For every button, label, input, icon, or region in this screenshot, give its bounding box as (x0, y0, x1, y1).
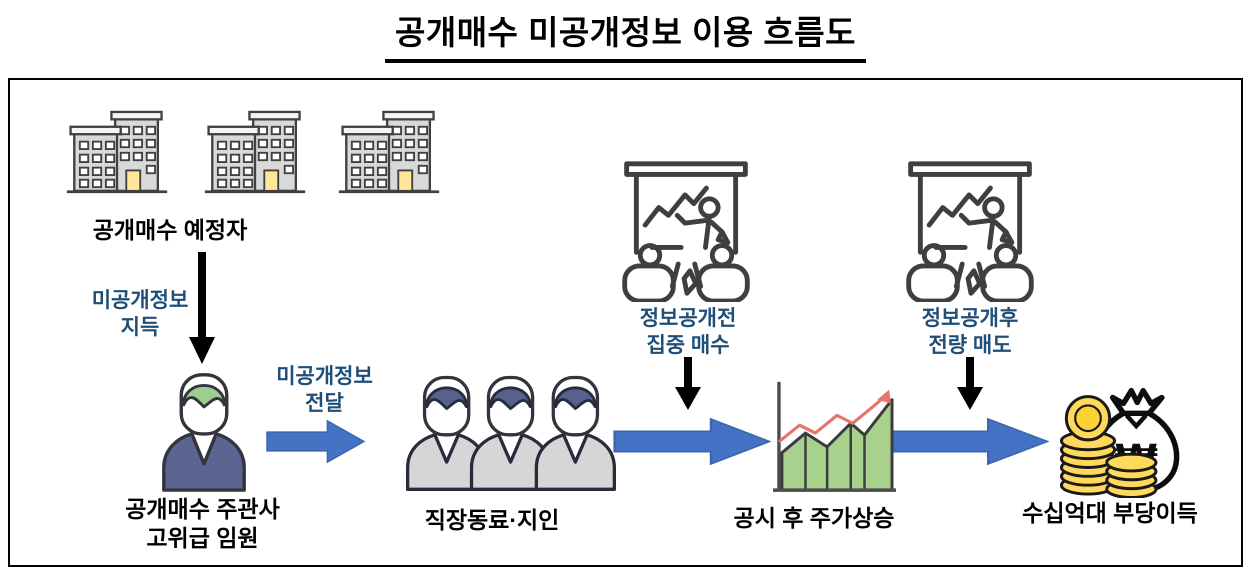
presentation-meeting-icon (613, 154, 759, 302)
three-people-icon (402, 370, 620, 494)
sell-edge-label: 정보공개후 전량 매도 (921, 307, 1019, 357)
deliver-edge-label: 미공개정보 전달 (276, 365, 373, 415)
office-buildings-icon (337, 105, 441, 195)
acquire-black-down-arrow (189, 252, 215, 364)
page-title: 공개매수 미공개정보 이용 흐름도 (384, 6, 867, 63)
office-buildings-icon (203, 105, 307, 195)
to-profit-blue-right-arrow (889, 417, 1049, 466)
executive-label: 공개매수 주관사 고위급 임원 (125, 496, 280, 552)
office-buildings-icon (65, 105, 169, 195)
stock-label: 공시 후 주가상승 (733, 505, 895, 531)
source-label: 공개매수 예정자 (92, 217, 248, 243)
executive-person-icon (158, 368, 250, 494)
profit-label: 수십억대 부당이득 (1022, 500, 1198, 526)
deliver-blue-right-arrow (266, 419, 365, 464)
presentation-meeting-icon (897, 154, 1043, 302)
money-bag-coins-icon (1054, 368, 1188, 498)
sell-black-down-arrow (957, 357, 983, 410)
acquire-edge-label: 미공개정보 지득 (91, 289, 189, 339)
buy-edge-label: 정보공개전 집중 매수 (639, 307, 737, 357)
to-stock-blue-right-arrow (613, 417, 771, 466)
buy-black-down-arrow (675, 357, 701, 410)
flow-diagram-border: 공개매수 예정자 미공개정보 지득 공개매수 주관사 고위급 임원 미공개정보 … (8, 78, 1243, 567)
colleagues-label: 직장동료·지인 (424, 507, 560, 533)
page-title-wrap: 공개매수 미공개정보 이용 흐름도 (0, 6, 1251, 63)
rising-stock-chart-icon (770, 378, 900, 496)
